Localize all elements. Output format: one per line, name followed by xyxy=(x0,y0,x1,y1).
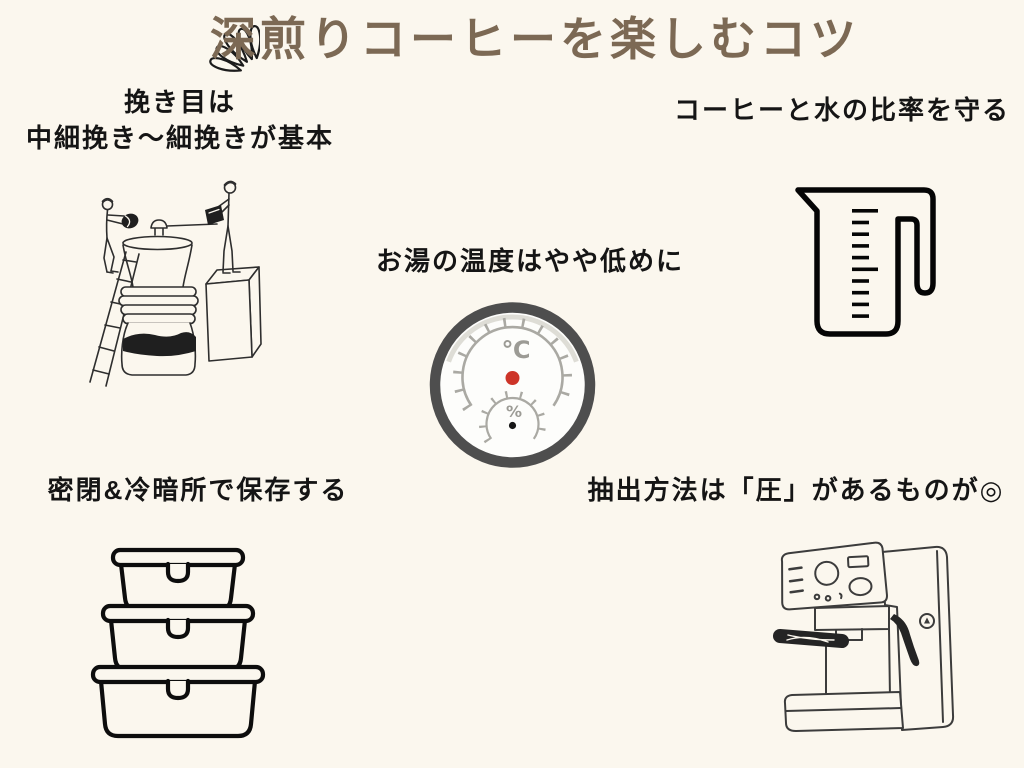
label-storage: 密閉&冷暗所で保存する xyxy=(47,475,349,505)
measuring-cup-illustration xyxy=(795,187,936,337)
gauge-red-dot xyxy=(505,371,520,385)
espresso-machine-illustration xyxy=(773,541,955,732)
measuring-marks xyxy=(852,209,878,318)
storage-containers-illustration xyxy=(90,547,266,739)
label-grind-size: 挽き目は 中細挽き〜細挽きが基本 xyxy=(0,84,360,156)
label-grind-line2: 中細挽き〜細挽きが基本 xyxy=(25,123,334,153)
label-water-temperature: お湯の温度はやや低めに xyxy=(375,246,684,276)
gauge-black-dot xyxy=(508,421,517,430)
coffee-grinder-illustration xyxy=(89,180,262,387)
temperature-gauge-illustration: ℃ % xyxy=(429,302,596,468)
page-title: 深煎りコーヒーを楽しむコツ xyxy=(210,13,860,65)
percent-symbol: % xyxy=(506,402,522,421)
celsius-symbol: ℃ xyxy=(501,336,530,364)
label-grind-line1: 挽き目は xyxy=(123,87,236,117)
sparkle-icon xyxy=(209,25,260,72)
label-extraction-method: 抽出方法は「圧」があるものが◎ xyxy=(587,475,1005,505)
label-water-ratio: コーヒーと水の比率を守る xyxy=(673,95,1010,125)
